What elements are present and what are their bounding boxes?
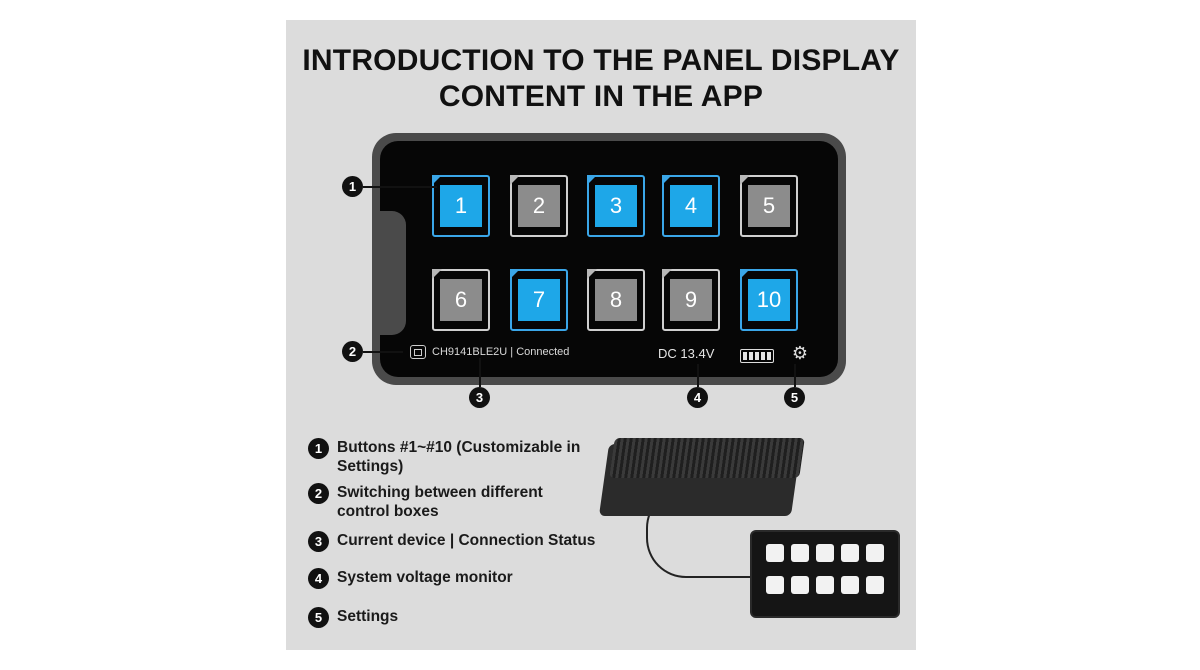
legend-marker-2: 2 bbox=[308, 483, 329, 504]
voltage-readout: DC 13.4V bbox=[658, 346, 715, 361]
callout-line-3 bbox=[479, 358, 481, 387]
legend-text-4: System voltage monitor bbox=[337, 569, 513, 586]
legend-text-5: Settings bbox=[337, 608, 399, 625]
panel-button-1-label: 1 bbox=[440, 185, 482, 227]
legend-text-2-line-1: Switching between different bbox=[337, 484, 543, 501]
panel-button-3[interactable]: 3 bbox=[587, 175, 645, 237]
callout-marker-5: 5 bbox=[784, 387, 805, 408]
switch-device-icon[interactable] bbox=[410, 345, 426, 359]
title-line-2: CONTENT IN THE APP bbox=[438, 80, 764, 113]
panel-button-5-label: 5 bbox=[748, 185, 790, 227]
legend-text-1-line-2: Settings) bbox=[337, 458, 404, 475]
legend-marker-5: 5 bbox=[308, 607, 329, 628]
intro-card: INTRODUCTION TO THE PANEL DISPLAY CONTEN… bbox=[286, 20, 916, 650]
panel-button-10[interactable]: 10 bbox=[740, 269, 798, 331]
callout-line-4 bbox=[697, 364, 699, 387]
callout-marker-3: 3 bbox=[469, 387, 490, 408]
panel-button-10-label: 10 bbox=[748, 279, 790, 321]
keypad-illustration bbox=[750, 530, 900, 618]
battery-full-icon bbox=[740, 349, 774, 363]
panel-button-6[interactable]: 6 bbox=[432, 269, 490, 331]
legend-text-3: Current device | Connection Status bbox=[337, 532, 596, 549]
panel-button-9[interactable]: 9 bbox=[662, 269, 720, 331]
device-name: CH9141BLE2U bbox=[432, 346, 508, 358]
panel-button-8[interactable]: 8 bbox=[587, 269, 645, 331]
device-status: CH9141BLE2U | Connected bbox=[432, 346, 569, 358]
panel-button-4-label: 4 bbox=[670, 185, 712, 227]
legend-marker-4: 4 bbox=[308, 568, 329, 589]
legend-text-1-line-1: Buttons #1~#10 (Customizable in bbox=[337, 439, 581, 456]
legend-text-1: Buttons #1~#10 (Customizable in Settings… bbox=[337, 438, 580, 476]
panel-button-5[interactable]: 5 bbox=[740, 175, 798, 237]
title-line-1: INTRODUCTION TO THE PANEL DISPLAY bbox=[302, 44, 900, 77]
legend-marker-3: 3 bbox=[308, 531, 329, 552]
panel-button-2-label: 2 bbox=[518, 185, 560, 227]
phone-notch bbox=[380, 211, 406, 335]
callout-line-5 bbox=[794, 364, 796, 387]
legend-marker-1: 1 bbox=[308, 438, 329, 459]
gear-icon[interactable]: ⚙ bbox=[791, 343, 809, 364]
panel-button-8-label: 8 bbox=[595, 279, 637, 321]
callout-line-2 bbox=[363, 351, 403, 353]
callout-marker-2: 2 bbox=[342, 341, 363, 362]
panel-button-2[interactable]: 2 bbox=[510, 175, 568, 237]
panel-button-3-label: 3 bbox=[595, 185, 637, 227]
panel-button-7-label: 7 bbox=[518, 279, 560, 321]
callout-marker-4: 4 bbox=[687, 387, 708, 408]
panel-button-4[interactable]: 4 bbox=[662, 175, 720, 237]
panel-button-6-label: 6 bbox=[440, 279, 482, 321]
legend-text-2: Switching between different control boxe… bbox=[337, 483, 543, 521]
legend-text-2-line-2: control boxes bbox=[337, 503, 439, 520]
phone-mockup: 1 2 3 4 5 6 7 8 9 10 CH9141BLE2U | Conne… bbox=[372, 133, 846, 385]
callout-line-1 bbox=[363, 186, 437, 188]
connection-status: Connected bbox=[516, 346, 570, 358]
status-separator: | bbox=[510, 346, 517, 358]
panel-button-1[interactable]: 1 bbox=[432, 175, 490, 237]
control-box-vents bbox=[609, 438, 805, 478]
panel-button-9-label: 9 bbox=[670, 279, 712, 321]
callout-marker-1: 1 bbox=[342, 176, 363, 197]
panel-button-7[interactable]: 7 bbox=[510, 269, 568, 331]
app-screen: 1 2 3 4 5 6 7 8 9 10 CH9141BLE2U | Conne… bbox=[380, 141, 838, 377]
